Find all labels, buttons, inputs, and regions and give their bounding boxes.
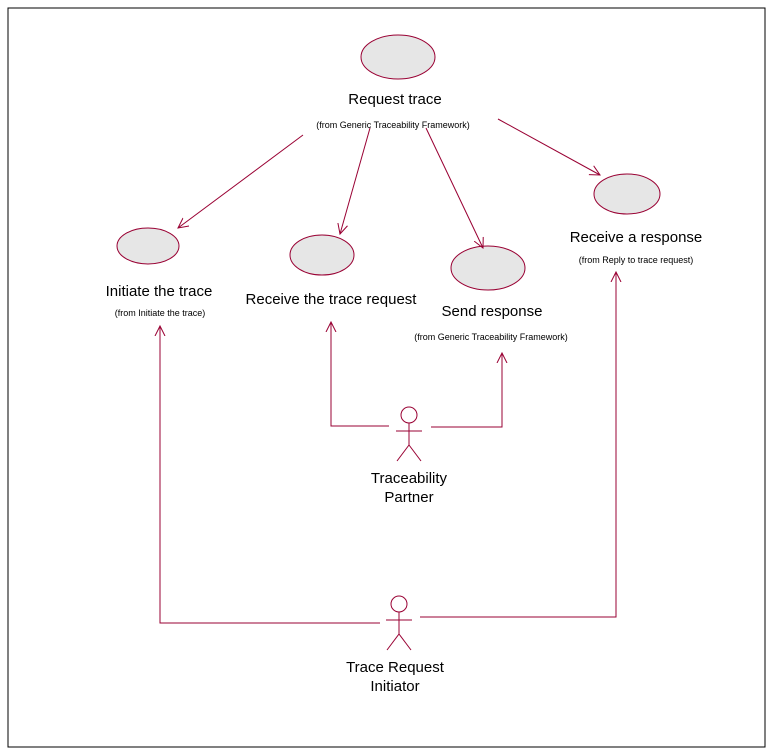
use-case-request-trace[interactable]: Request trace (from Generic Traceability…: [316, 34, 470, 130]
use-case-initiate-trace[interactable]: Initiate the trace (from Initiate the tr…: [106, 227, 213, 318]
actor-name-line-1: Trace Request: [346, 659, 445, 676]
use-case-ellipse: [450, 245, 526, 291]
use-case-source: (from Reply to trace request): [579, 255, 694, 265]
use-case-ellipse: [289, 234, 355, 276]
use-case-ellipse: [116, 227, 180, 265]
use-case-ellipse: [593, 173, 661, 215]
use-case-name: Request trace: [348, 91, 441, 108]
actor-name-line-2: Partner: [384, 489, 433, 506]
association-initiator-to-initiate-trace: [160, 326, 380, 624]
use-case-source: (from Generic Traceability Framework): [414, 332, 568, 342]
use-case-receive-response[interactable]: Receive a response (from Reply to trace …: [570, 173, 703, 265]
use-case-name: Receive the trace request: [246, 291, 418, 308]
arrow-request-to-send-response: [425, 127, 483, 248]
use-case-source: (from Generic Traceability Framework): [316, 120, 470, 130]
diagram-frame: [7, 7, 766, 748]
association-partner-to-receive-request: [331, 322, 389, 427]
use-case-send-response[interactable]: Send response (from Generic Traceability…: [414, 245, 568, 342]
actor-name-line-1: Traceability: [371, 470, 448, 487]
use-case-source: (from Initiate the trace): [115, 308, 206, 318]
arrow-request-to-receive-request: [340, 127, 371, 234]
use-case-receive-trace-request[interactable]: Receive the trace request: [246, 234, 418, 308]
actor-icon: [396, 406, 422, 462]
actor-traceability-partner[interactable]: Traceability Partner: [371, 406, 448, 506]
association-initiator-to-receive-response: [420, 272, 616, 618]
use-case-ellipse: [360, 34, 436, 80]
actor-name-line-2: Initiator: [370, 678, 419, 695]
actor-trace-request-initiator[interactable]: Trace Request Initiator: [346, 595, 445, 695]
arrow-request-to-receive-response: [497, 118, 600, 175]
use-case-name: Send response: [442, 303, 543, 320]
association-partner-to-send-response: [431, 353, 502, 428]
actor-icon: [386, 595, 412, 651]
arrow-request-to-initiate: [178, 134, 304, 228]
use-case-name: Initiate the trace: [106, 283, 213, 300]
use-case-name: Receive a response: [570, 229, 703, 246]
